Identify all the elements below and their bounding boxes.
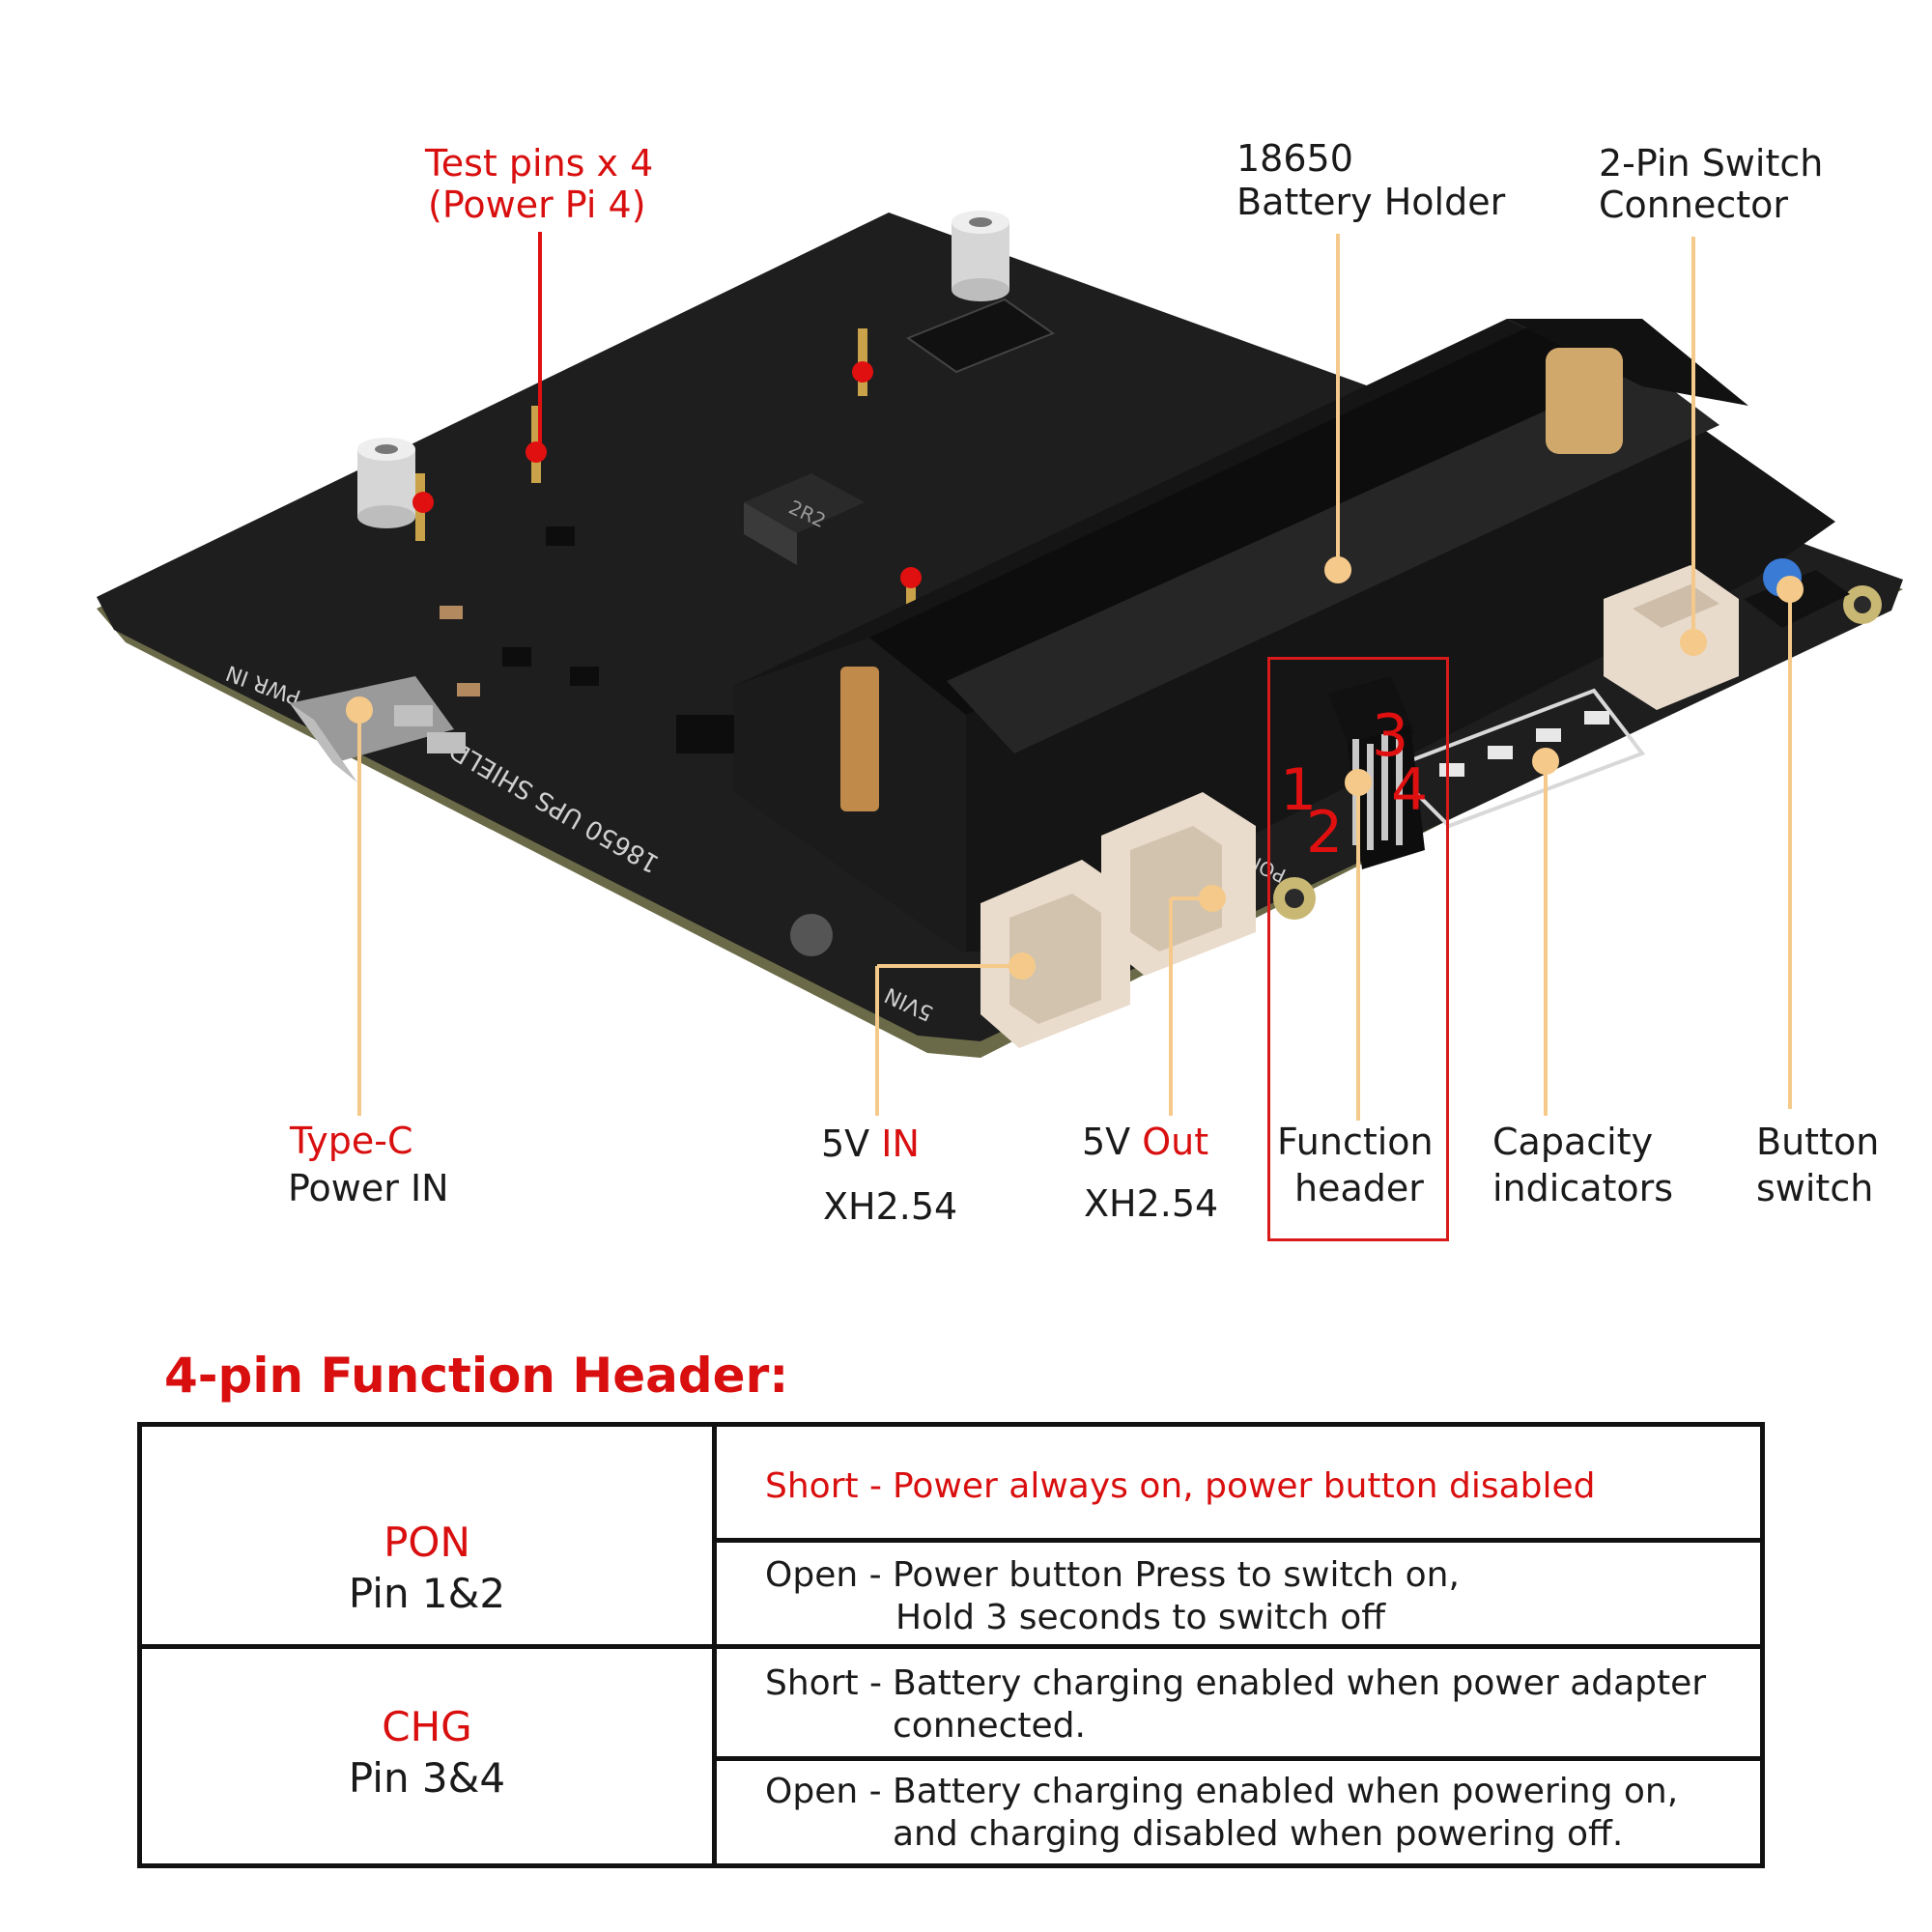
- row-state: Open -: [765, 1772, 882, 1811]
- inductor: 2R2: [744, 473, 865, 565]
- standoff: [952, 211, 1009, 301]
- vin-label-suffix: IN: [881, 1122, 920, 1165]
- smd-component: [676, 715, 744, 753]
- capacity-sublabel: indicators: [1492, 1167, 1674, 1209]
- typec-label: Type-C: [290, 1120, 413, 1162]
- switch-connector-sublabel: Connector: [1599, 184, 1788, 226]
- row-desc: Power always on, power button disabled: [893, 1466, 1596, 1506]
- function-header-highlight-box: [1267, 657, 1449, 1241]
- group-pins: Pin 3&4: [348, 1754, 506, 1802]
- table-group-pon: PON Pin 1&2 Short - Power always on, pow…: [142, 1427, 1760, 1649]
- function-table: PON Pin 1&2 Short - Power always on, pow…: [137, 1422, 1765, 1868]
- capacity-label: Capacity: [1492, 1121, 1654, 1163]
- row-desc-cont: Hold 3 seconds to switch off: [895, 1598, 1386, 1637]
- pin-number-4: 4: [1391, 756, 1428, 824]
- function-header-sublabel: header: [1294, 1167, 1424, 1209]
- table-title: 4-pin Function Header:: [164, 1348, 789, 1404]
- row-state: Short -: [765, 1466, 883, 1506]
- row-desc: Battery charging enabled when powering o…: [893, 1772, 1679, 1811]
- pin-number-1: 1: [1280, 756, 1317, 824]
- capacity-leds: [1387, 688, 1646, 829]
- ic-chip: [905, 298, 1056, 374]
- mount-hole: [790, 914, 833, 956]
- table-row: Short - Power always on, power button di…: [717, 1427, 1760, 1543]
- group-label-cell: CHG Pin 3&4: [142, 1649, 717, 1863]
- smd-component: [457, 683, 480, 696]
- row-state: Short -: [765, 1663, 883, 1703]
- row-desc: Battery charging enabled when power adap…: [893, 1663, 1707, 1703]
- group-name: CHG: [382, 1703, 472, 1750]
- button-switch-label: Button: [1756, 1121, 1880, 1163]
- smd-component: [440, 606, 463, 619]
- group-label-cell: PON Pin 1&2: [142, 1427, 717, 1644]
- vout-label: 5V Out: [1082, 1119, 1208, 1165]
- switch-connector-label: 2-Pin Switch: [1599, 142, 1824, 185]
- row-desc: Power button Press to switch on,: [893, 1555, 1460, 1595]
- test-pin: [412, 473, 434, 541]
- vout-label-suffix: Out: [1142, 1121, 1209, 1163]
- function-header-label: Function: [1277, 1121, 1434, 1163]
- vin-label-prefix: 5V: [821, 1122, 870, 1165]
- battery-holder-sublabel: Battery Holder: [1236, 181, 1506, 223]
- vout-label-prefix: 5V: [1082, 1121, 1131, 1163]
- vin-label: 5V IN: [821, 1121, 920, 1167]
- typec-sublabel: Power IN: [288, 1167, 449, 1209]
- group-pins: Pin 1&2: [348, 1570, 506, 1617]
- row-desc-cont: connected.: [893, 1706, 1086, 1746]
- group-name: PON: [384, 1519, 470, 1566]
- standoff: [357, 438, 415, 528]
- test-pins-sublabel: (Power Pi 4): [428, 184, 646, 226]
- test-pin: [852, 328, 873, 396]
- row-desc-cont: and charging disabled when powering off.: [893, 1814, 1624, 1854]
- pin-number-3: 3: [1372, 702, 1408, 770]
- smd-component: [546, 526, 575, 546]
- switch-connector: [1604, 565, 1739, 710]
- pin-number-2: 2: [1306, 799, 1343, 867]
- vout-type-label: XH2.54: [1084, 1182, 1219, 1225]
- typec-port: [290, 676, 466, 782]
- test-pins-label: Test pins x 4: [425, 142, 654, 185]
- vin-type-label: XH2.54: [823, 1185, 958, 1228]
- vout-connector: [1101, 792, 1256, 976]
- table-row: Short - Battery charging enabled when po…: [717, 1649, 1760, 1761]
- vin-connector: [980, 860, 1130, 1048]
- table-row: Open - Battery charging enabled when pow…: [717, 1761, 1760, 1863]
- table-group-chg: CHG Pin 3&4 Short - Battery charging ena…: [142, 1649, 1760, 1863]
- row-state: Open -: [765, 1555, 882, 1595]
- test-pin: [900, 567, 922, 616]
- button-switch-sublabel: switch: [1756, 1167, 1874, 1209]
- smd-component: [570, 667, 599, 686]
- smd-component: [502, 647, 531, 667]
- battery-holder-label: 18650: [1236, 137, 1353, 180]
- table-row: Open - Power button Press to switch on, …: [717, 1543, 1760, 1649]
